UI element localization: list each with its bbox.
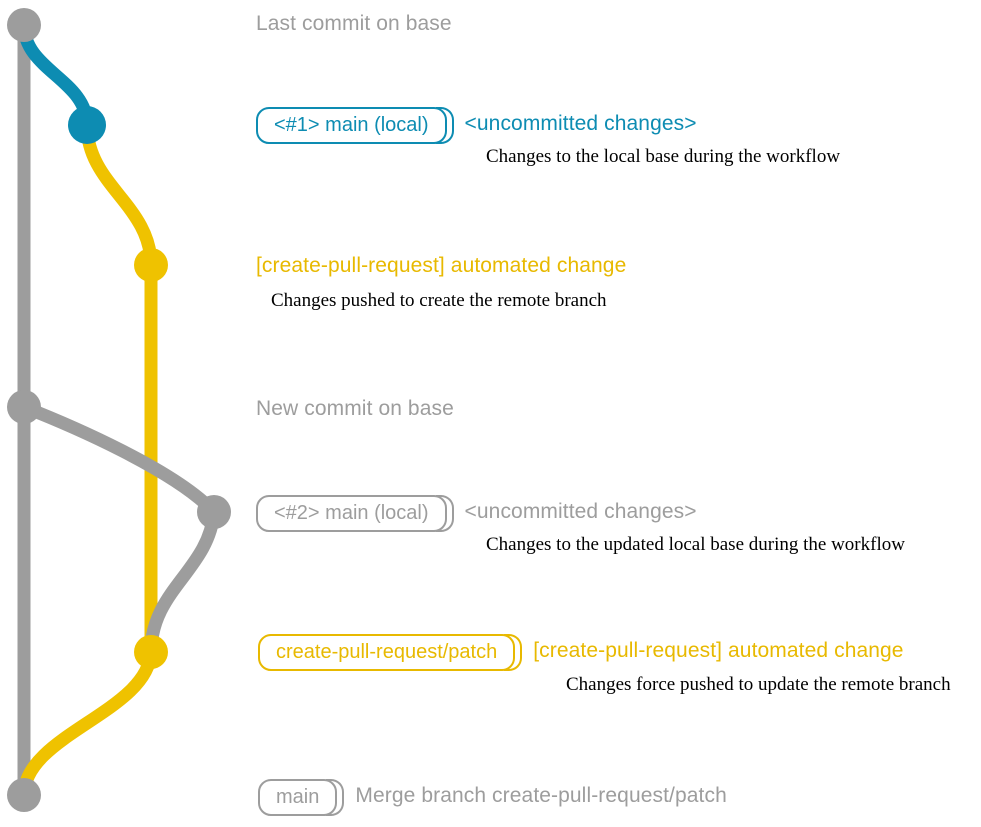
subtext-automated-change-1: Changes pushed to create the remote bran…: [271, 290, 607, 311]
commit-node-merge: [7, 778, 41, 812]
row-merge: main Merge branch create-pull-request/pa…: [258, 779, 727, 816]
commit-node-local-1: [68, 106, 106, 144]
headline-automated-change-1: [create-pull-request] automated change: [256, 254, 627, 277]
commit-node-base-new: [7, 390, 41, 424]
headline-last-commit-on-base: Last commit on base: [256, 12, 452, 35]
headline-new-commit-on-base: New commit on base: [256, 397, 454, 420]
row-patch-branch: create-pull-request/patch [create-pull-r…: [258, 634, 904, 671]
badge-tail-icon: [326, 779, 345, 816]
row-local-2: <#2> main (local) <uncommitted changes>: [256, 495, 697, 532]
edge-patch2-to-merge: [17, 645, 158, 802]
edge-local2-to-patch2: [144, 505, 221, 659]
badge-tail-icon: [504, 634, 523, 671]
badge-local-1-label: <#1> main (local): [256, 107, 447, 144]
headline-merge: Merge branch create-pull-request/patch: [355, 784, 727, 807]
badge-merge-label: main: [258, 779, 338, 816]
badge-local-2[interactable]: <#2> main (local): [256, 495, 454, 532]
commit-nodes: [7, 8, 231, 812]
badge-local-2-label: <#2> main (local): [256, 495, 447, 532]
row-new-commit-on-base: New commit on base: [256, 396, 454, 421]
headline-local-2: <uncommitted changes>: [464, 500, 697, 523]
badge-patch-branch[interactable]: create-pull-request/patch: [258, 634, 523, 671]
row-last-commit-on-base: Last commit on base: [256, 11, 452, 36]
badge-tail-icon: [435, 495, 454, 532]
subtext-patch-branch: Changes force pushed to update the remot…: [566, 674, 951, 695]
headline-patch-branch: [create-pull-request] automated change: [533, 639, 904, 662]
edge-local1-to-patch1: [80, 118, 158, 272]
edge-base-to-local2: [17, 400, 221, 519]
badge-merge[interactable]: main: [258, 779, 345, 816]
badge-local-1[interactable]: <#1> main (local): [256, 107, 454, 144]
row-automated-change-1: [create-pull-request] automated change: [256, 253, 626, 278]
row-local-1: <#1> main (local) <uncommitted changes>: [256, 107, 697, 144]
commit-node-base-top: [7, 8, 41, 42]
subtext-local-1: Changes to the local base during the wor…: [486, 146, 841, 167]
badge-tail-icon: [435, 107, 454, 144]
commit-node-local-2: [197, 495, 231, 529]
headline-local-1: <uncommitted changes>: [464, 112, 697, 135]
commit-node-patch-2: [134, 635, 168, 669]
commit-node-patch-1: [134, 248, 168, 282]
badge-patch-branch-label: create-pull-request/patch: [258, 634, 516, 671]
subtext-local-2: Changes to the updated local base during…: [486, 534, 905, 555]
